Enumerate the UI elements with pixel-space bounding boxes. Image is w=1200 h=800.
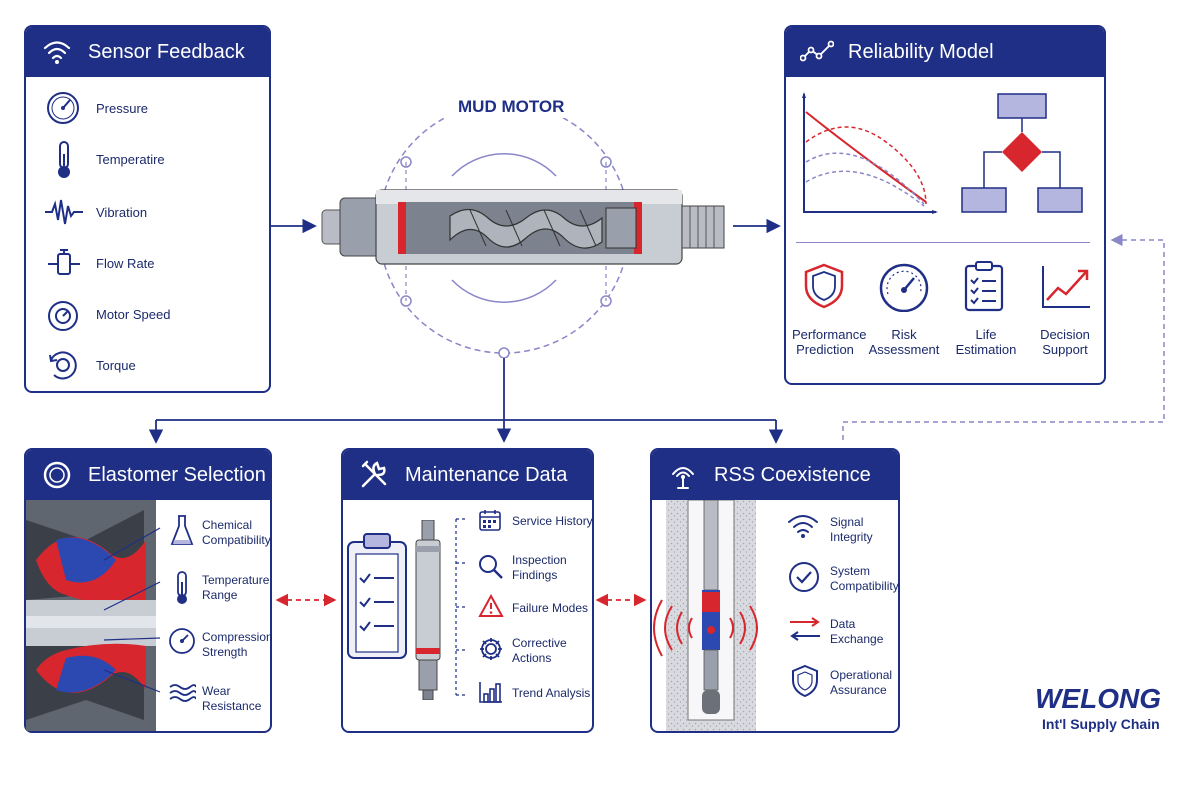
wear-waves-icon [169, 684, 196, 702]
maintenance-data-header: Maintenance Data [343, 450, 592, 500]
mud-motor-title: MUD MOTOR [458, 97, 565, 116]
network-nodes-icon [800, 35, 834, 69]
sensor-temperature-label: Temperatire [96, 152, 165, 167]
reliability-divider [796, 242, 1090, 243]
bar-chart-icon [479, 682, 502, 703]
sensor-feedback-header: Sensor Feedback [26, 27, 269, 77]
elastomer-stator-cross-section [26, 500, 156, 731]
thermometer-icon [177, 571, 187, 604]
motor-tool-illustration [415, 520, 441, 700]
gear-icon [480, 638, 502, 660]
service-history-label: Service History [512, 514, 593, 528]
check-circle-icon [789, 562, 819, 592]
thermometer-icon [58, 141, 70, 178]
trend-up-icon [1042, 266, 1090, 308]
o-ring-icon [40, 458, 74, 492]
sensor-motor-speed-label: Motor Speed [96, 307, 171, 322]
welong-logo: WELONG [1035, 683, 1161, 714]
reliability-model-title: Reliability Model [848, 40, 994, 63]
magnifier-icon [479, 555, 503, 579]
waveform-icon [45, 199, 83, 225]
warning-icon [478, 594, 504, 617]
trend-analysis-label: Trend Analysis [512, 686, 591, 700]
risk-gauge-icon [879, 263, 929, 312]
maintenance-bracket-lines [455, 518, 468, 696]
failure-modes-label: Failure Modes [512, 601, 589, 615]
torque-icon [49, 351, 77, 380]
gauge-icon [47, 92, 79, 124]
exchange-arrows-icon [790, 617, 820, 641]
welong-logo-subtitle: Int'l Supply Chain [1042, 716, 1160, 732]
wifi-icon [40, 35, 74, 69]
pressure-gauge-icon [169, 628, 195, 654]
wellbore-rss-illustration [653, 500, 758, 731]
flask-icon [170, 515, 194, 545]
checklist-icon [964, 261, 1004, 312]
maintenance-data-title: Maintenance Data [405, 463, 568, 486]
reliability-model-header: Reliability Model [786, 27, 1104, 77]
elastomer-selection-title: Elastomer Selection [88, 463, 266, 486]
rss-coexistence-header: RSS Coexistence [652, 450, 898, 500]
tools-icon [357, 458, 391, 492]
motor-speed-icon [48, 301, 78, 331]
sensor-feedback-panel: Sensor Feedback [24, 25, 271, 393]
shield-outline-icon [792, 664, 818, 698]
elastomer-selection-header: Elastomer Selection [26, 450, 270, 500]
reliability-curves-chart-icon [802, 92, 938, 214]
wifi-signal-icon [788, 515, 818, 538]
flow-meter-icon [48, 249, 80, 275]
decision-flowchart-icon [961, 93, 1083, 213]
antenna-signal-icon [666, 458, 700, 492]
calendar-icon [479, 510, 501, 531]
shield-icon [804, 263, 844, 309]
sensor-vibration-label: Vibration [96, 205, 148, 220]
mud-motor-illustration [321, 118, 725, 358]
sensor-flow-rate-label: Flow Rate [96, 256, 155, 271]
rss-coexistence-title: RSS Coexistence [714, 463, 871, 486]
sensor-torque-label: Torque [96, 358, 136, 373]
sensor-pressure-label: Pressure [96, 101, 149, 116]
clipboard-checklist-icon [347, 533, 407, 659]
sensor-feedback-title: Sensor Feedback [88, 40, 245, 63]
elastomer-leader-lines [103, 527, 161, 693]
